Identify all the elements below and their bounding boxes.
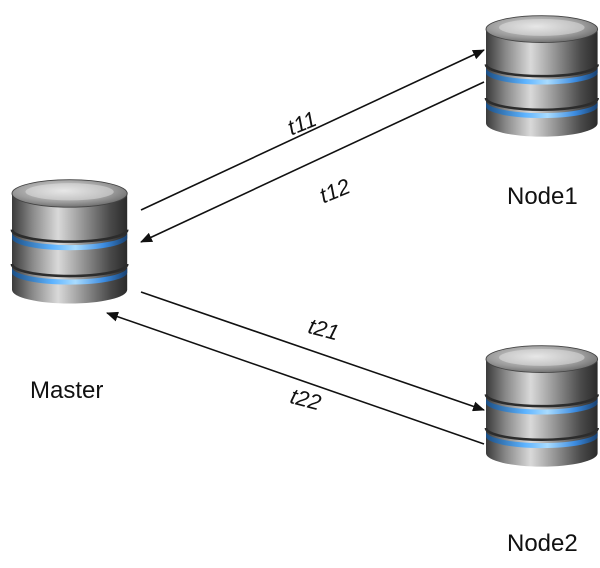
- node1-label: Node1: [507, 183, 578, 210]
- node1-database-icon: [484, 14, 599, 139]
- edge-label-t22: t22: [288, 383, 324, 415]
- edge-label-t11: t11: [284, 106, 320, 140]
- node2-label: Node2: [507, 530, 578, 557]
- arrow-t21: [140, 291, 485, 412]
- edge-label-t12: t12: [316, 174, 354, 209]
- node2-database-icon: [484, 344, 599, 469]
- arrow-t12: [140, 81, 485, 243]
- arrow-t22: [106, 311, 485, 445]
- master-label: Master: [30, 377, 103, 404]
- arrow-t11: [140, 49, 485, 211]
- edge-label-t21: t21: [306, 313, 342, 345]
- master-database-icon: [10, 178, 129, 305]
